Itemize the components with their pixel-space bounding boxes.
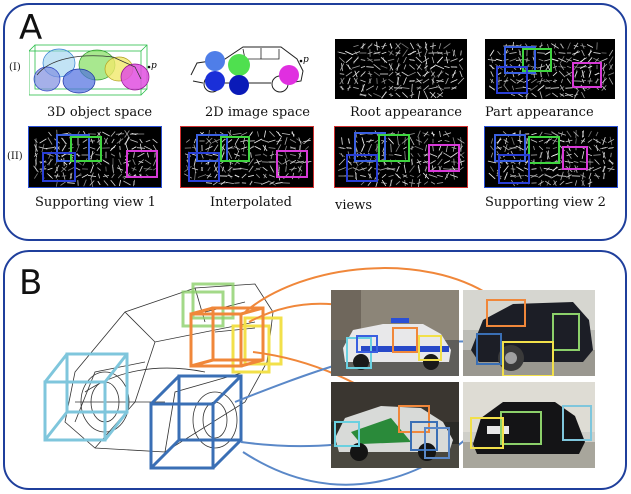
part-appearance-hog — [485, 39, 615, 99]
3d-object-space-figure: p — [28, 39, 159, 99]
interpolated-view-2-hog — [334, 126, 468, 188]
hog-texture — [337, 41, 465, 99]
caption-views: views — [335, 198, 372, 213]
root-appearance-hog — [335, 39, 467, 99]
row-1-label: (I) — [9, 62, 21, 73]
hog-texture — [338, 130, 465, 187]
panel-b-letter: B — [19, 263, 43, 303]
panel-a-letter: A — [19, 8, 43, 48]
photo-dark-suv — [463, 290, 595, 376]
hog-texture — [487, 129, 615, 187]
caption-3d-object-space: 3D object space — [47, 105, 153, 120]
photo-rally-car — [331, 382, 459, 468]
2d-image-space-figure: p — [185, 41, 315, 99]
caption-supporting-view-1: Supporting view 1 — [35, 195, 156, 210]
row-2-label: (II) — [7, 151, 23, 162]
caption-root-appearance: Root appearance — [350, 105, 462, 120]
caption-2d-image-space: 2D image space — [205, 105, 310, 120]
part-boxes — [43, 282, 283, 470]
steelblue-part-box — [149, 374, 243, 470]
caption-supporting-view-2: Supporting view 2 — [485, 195, 606, 210]
panel-b: B — [3, 250, 627, 490]
point-label-2d: p — [303, 55, 309, 65]
interpolated-view-1-hog — [180, 126, 314, 188]
supporting-view-1-hog — [28, 126, 162, 188]
supporting-view-2-hog — [484, 126, 618, 188]
lightblue-part-box — [43, 352, 129, 442]
point-label-3d: p — [151, 61, 157, 71]
photo-police-car — [331, 290, 459, 376]
panel-a: A (I) (II) p — [3, 3, 627, 241]
photo-black-convertible — [463, 382, 595, 468]
hog-texture — [33, 129, 158, 187]
caption-interpolated: Interpolated — [210, 195, 292, 210]
orange-part-box — [189, 306, 265, 368]
caption-part-appearance: Part appearance — [485, 105, 594, 120]
